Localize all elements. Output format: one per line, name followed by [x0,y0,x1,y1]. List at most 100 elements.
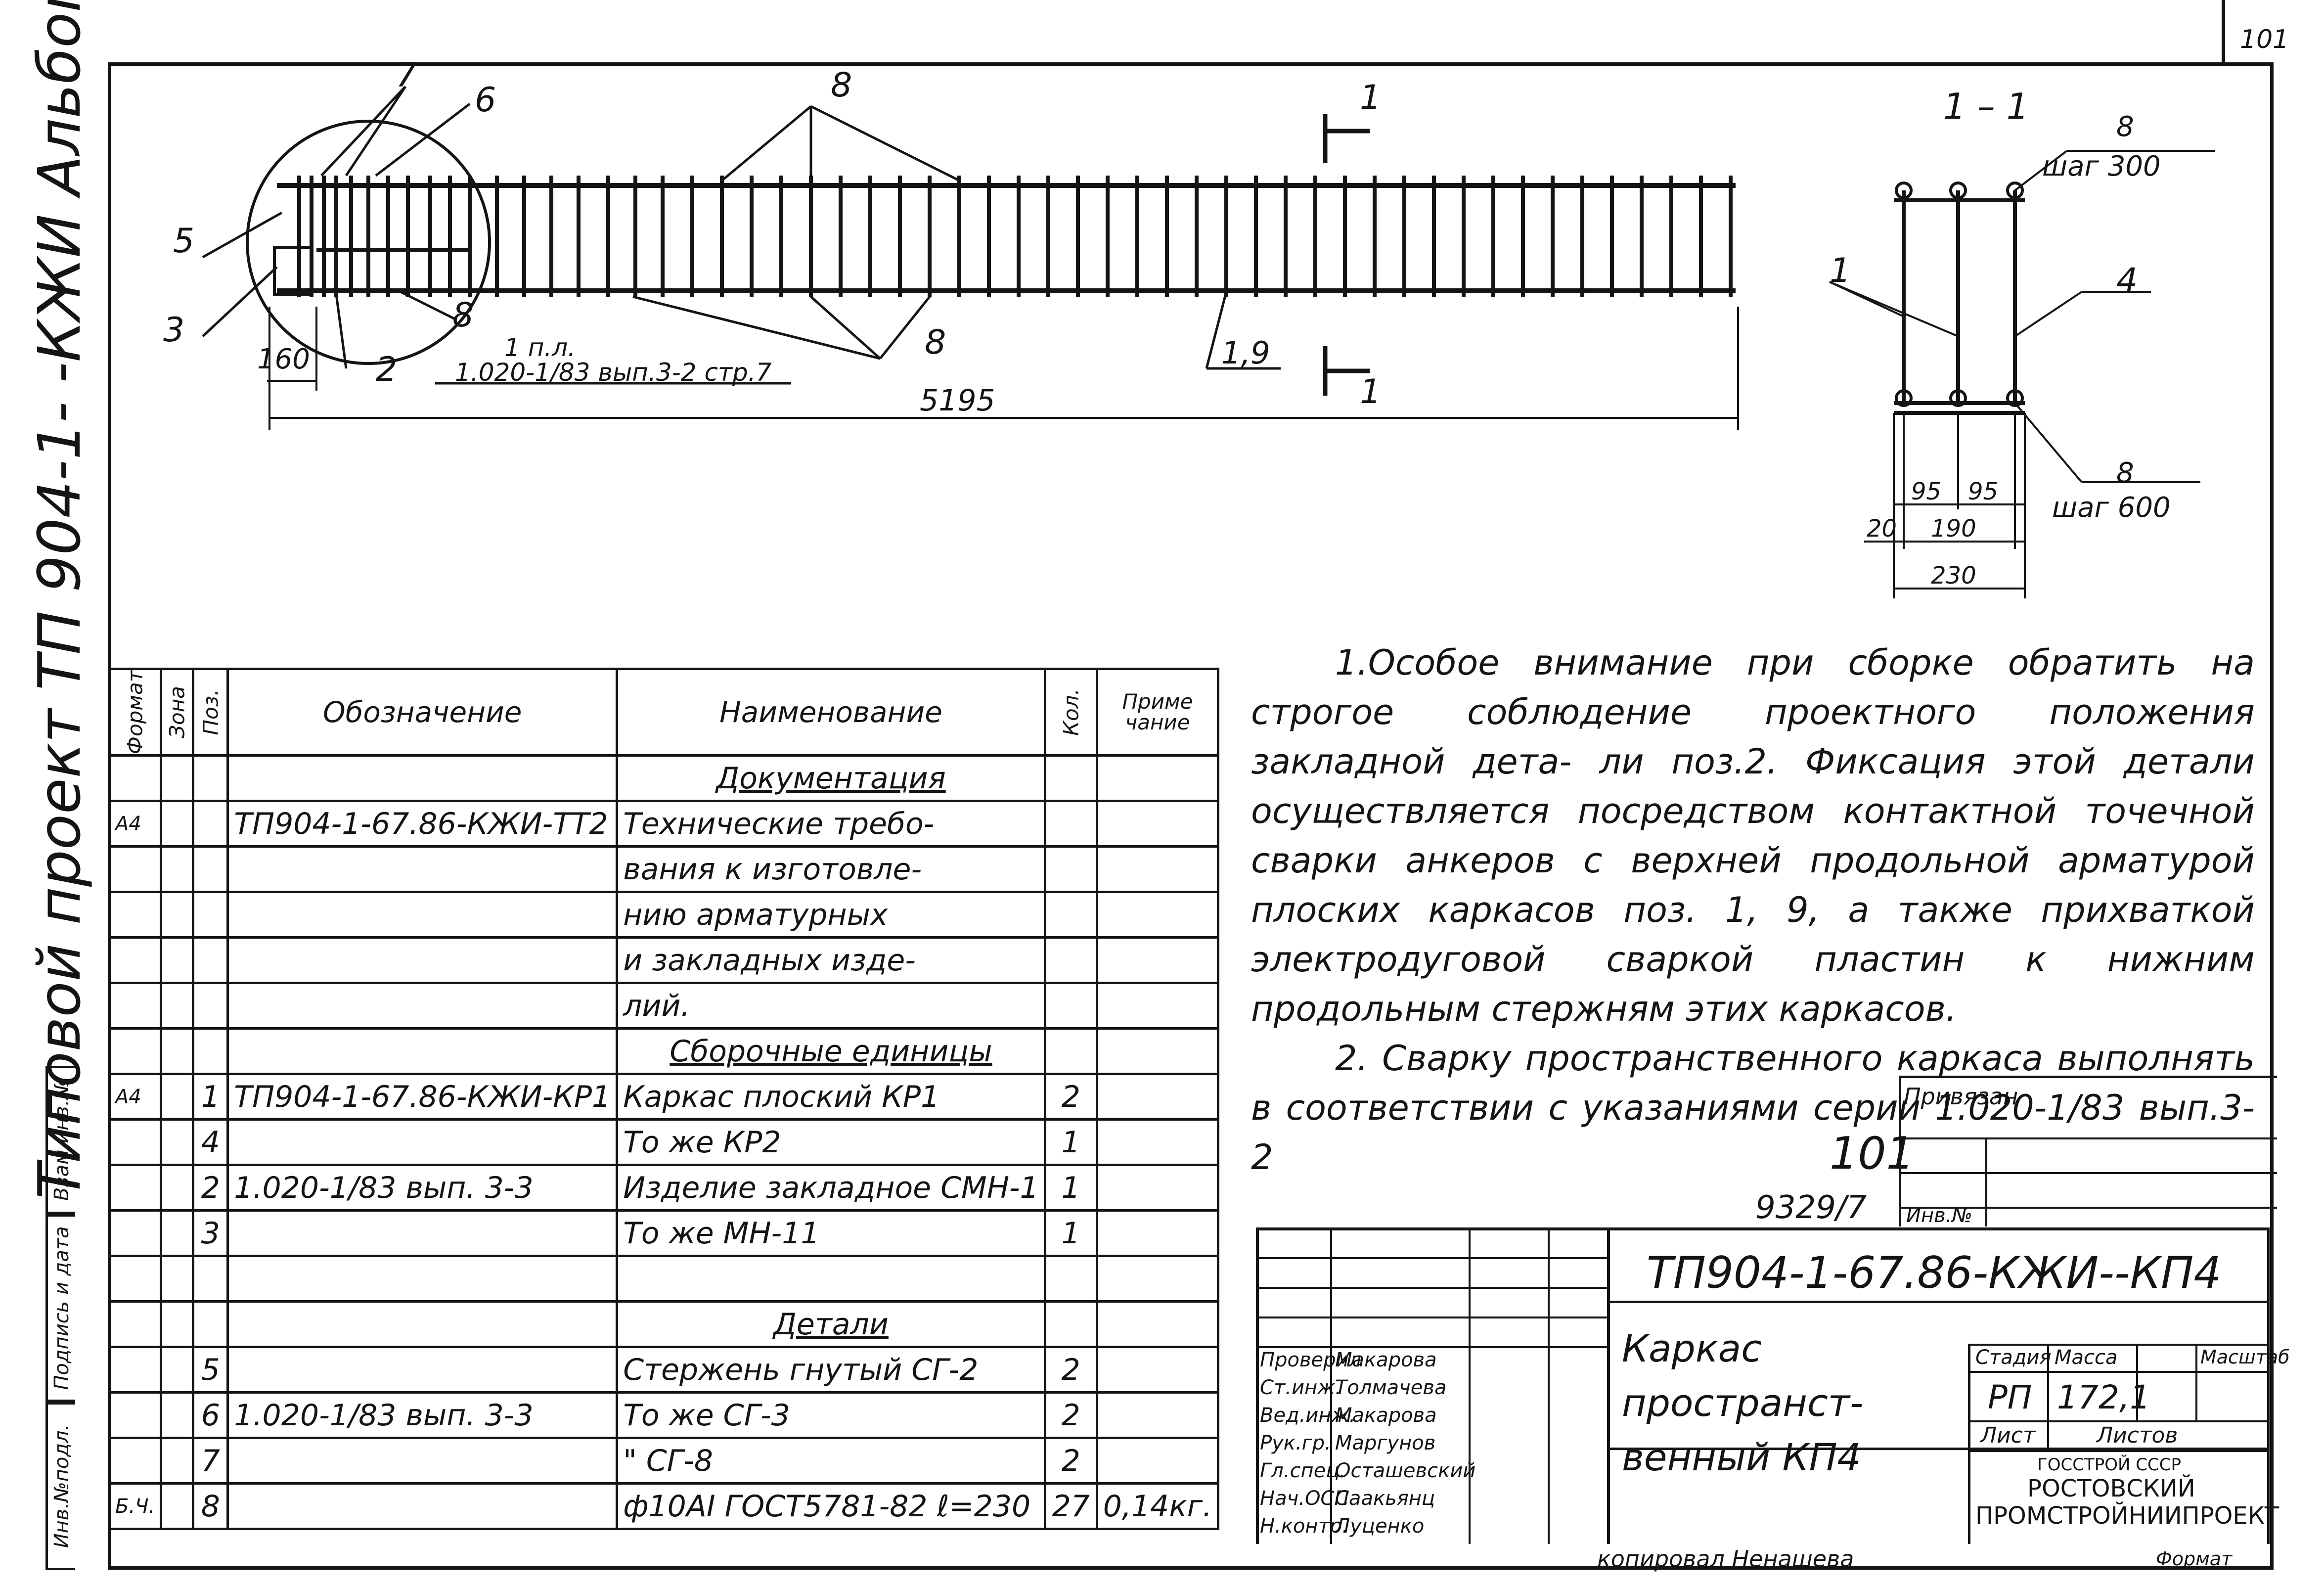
cell-designation [226,754,619,802]
technical-notes: 1.Особое внимание при сборке обратить на… [1251,638,2255,1182]
callout-pos3: 3 [163,311,184,350]
cell-zone [160,891,195,939]
cell-designation: ТП904-1-67.86-КЖИ-КР1 [226,1073,619,1121]
cell-qty [1043,982,1098,1030]
cage-elevation-drawing: 7 6 5 3 8 2 1 п.л. 1.020-1/83 вып.3-2 ст… [163,56,2215,598]
tb-staff-role: Рук.гр. [1260,1432,1331,1454]
note-1: 1.Особое внимание при сборке обратить на… [1251,642,2255,1029]
cell-zone [160,1027,195,1075]
cell-name: нию арматурных [616,891,1046,939]
section-dim-d: 20 [1867,515,1897,543]
page-number: 101 [2240,25,2289,54]
cell-note [1095,1118,1220,1166]
cell-pos: 3 [192,1209,229,1257]
cell-qty [1043,891,1098,939]
cell-note [1095,800,1220,848]
cell-zone [160,1118,195,1166]
cell-format [107,1118,163,1166]
stamp-cell-inv: Взам.инв.№ [45,1066,75,1214]
cell-format: А4 [107,800,163,848]
table-row: нию арматурных [107,891,1220,939]
cell-format [107,936,163,984]
cell-pos: 8 [192,1482,229,1530]
cell-qty: 27 [1043,1482,1098,1530]
cell-designation: 1.020-1/83 вып. 3-3 [226,1164,619,1212]
tb-staff-role: Н.контр. [1260,1515,1348,1538]
cell-qty: 1 [1043,1164,1098,1212]
tb-org-1: ГОССТРОЙ СССР [2037,1455,2181,1475]
cell-note: 0,14кг. [1095,1482,1220,1530]
cell-note [1095,1437,1220,1485]
table-row: и закладных изде- [107,936,1220,984]
note-2: 2. Сварку пространственного каркаса выпо… [1251,1038,2255,1178]
cell-pos [192,1027,229,1075]
cell-designation [226,1255,619,1303]
tb-mass: 172,1 [2057,1378,2150,1416]
cell-pos: 6 [192,1391,229,1439]
cell-pos [192,845,229,893]
cell-pos [192,754,229,802]
header-zone: Зона [160,668,195,757]
cell-note [1095,1300,1220,1348]
cell-note [1095,1346,1220,1394]
tb-format: Формат [2156,1548,2233,1570]
header-format: Формат [107,668,163,757]
table-row: лий. [107,982,1220,1030]
cell-pos: 2 [192,1164,229,1212]
cell-format [107,1027,163,1075]
tb-staff-role: Ст.инж. [1260,1376,1341,1399]
cell-pos [192,800,229,848]
tb-sheet-label: Лист [1980,1423,2036,1448]
cell-format [107,1300,163,1348]
table-row: Сборочные единицы [107,1027,1220,1075]
privyazan-label: Привязан [1904,1083,2018,1110]
section-top-bar: 8 [2116,111,2134,143]
cell-pos: 1 [192,1073,229,1121]
section-bottom-bar: 8 [2116,457,2134,489]
tb-inv-label: Инв.№ [1906,1204,1972,1227]
cell-zone [160,1482,195,1530]
cell-note [1095,982,1220,1030]
cell-zone [160,845,195,893]
tb-staff-name: Саакьянц [1335,1487,1435,1510]
cell-designation [226,1027,619,1075]
cell-pos [192,936,229,984]
callout-pos8-circle: 8 [452,296,474,335]
cell-qty [1043,1255,1098,1303]
tb-code: ТП904-1-67.86-КЖИ--КП4 [1647,1247,2222,1298]
callout-ref-2: 1.020-1/83 вып.3-2 стр.7 [455,358,772,387]
cell-name: Детали [616,1300,1046,1348]
callout-pos1-9: 1,9 [1221,335,1270,371]
header-note: Приме чание [1095,668,1220,757]
tb-staff-name: Макарова [1335,1349,1437,1371]
page-number-box [2222,0,2276,62]
cell-name: и закладных изде- [616,936,1046,984]
cell-pos [192,982,229,1030]
callout-pos7: 7 [396,56,417,95]
cell-designation [226,1209,619,1257]
tb-staff-role: Нач.ОСП [1260,1487,1349,1510]
cell-note [1095,754,1220,802]
cell-note [1095,1255,1220,1303]
cell-note [1095,1073,1220,1121]
section-pos1: 1 [1830,251,1851,290]
cell-designation [226,982,619,1030]
cell-note [1095,1164,1220,1212]
spec-header-row: Формат Зона Поз. Обозначение Наименовани… [107,668,1220,757]
cell-designation: ТП904-1-67.86-КЖИ-ТТ2 [226,800,619,848]
tb-staff-role: Вед.инж. [1260,1404,1356,1427]
cell-note [1095,845,1220,893]
stamp-label-podl: Инв.№подл. [50,1424,73,1548]
cell-qty: 1 [1043,1118,1098,1166]
section-bottom-step: шаг 600 [2052,492,2171,524]
section-dim-e: 230 [1931,562,1976,590]
cell-zone [160,1209,195,1257]
cell-zone [160,1391,195,1439]
section-top-step: шаг 300 [2042,150,2161,182]
cell-name: Каркас плоский КР1 [616,1073,1046,1121]
cell-format [107,845,163,893]
stamp-cell-sign: Подпись и дата [45,1214,75,1402]
